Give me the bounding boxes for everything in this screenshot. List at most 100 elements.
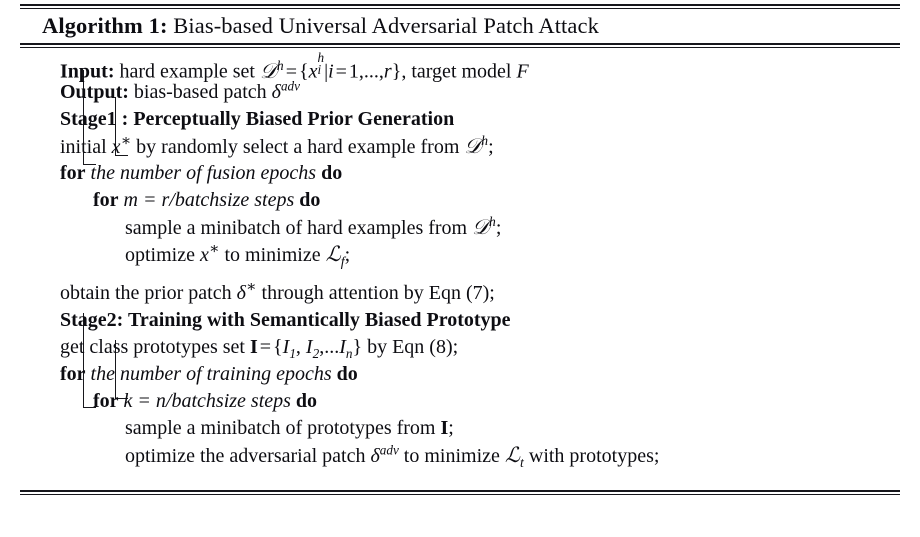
math-delta-adv-2: δadv [370, 442, 399, 467]
line-initial-x: initial x∗ by randomly select a hard exa… [20, 132, 900, 163]
math-calX-h: 𝒟h [259, 57, 284, 83]
algorithm-caption: Algorithm 1: Bias-based Universal Advers… [20, 9, 900, 43]
math-rbrace: } [391, 60, 402, 83]
rule-top [20, 4, 900, 9]
input-tail-text: target model [411, 60, 512, 83]
math-loss-t: ℒt [504, 443, 524, 471]
rule-bottom [20, 490, 900, 495]
math-x-star: x∗ [111, 132, 132, 158]
for-cond-m-batchsize: m = r/batchsize steps [123, 189, 295, 211]
rule-bottom-lower [20, 494, 900, 495]
math-ellipsis: ... [363, 60, 379, 83]
sample-hard-text: sample a minibatch of hard examples from [125, 217, 468, 239]
math-lbrace-2: { [273, 336, 283, 358]
nest-bracket-inner-stage1 [115, 97, 128, 156]
line-for-m-batchsize: for m = r/batchsize steps do [20, 190, 900, 217]
obtain-prior-text: obtain the prior patch [60, 282, 232, 304]
math-one: 1 [348, 60, 359, 83]
stage1-heading-text: Stage1 : Perceptually Biased Prior Gener… [60, 108, 455, 130]
rule-bottom-upper [20, 490, 900, 492]
input-text: hard example set [119, 60, 255, 83]
math-comma-2: , [378, 60, 384, 83]
nest-bracket-inner-stage2 [115, 340, 128, 399]
math-calX-h-2: 𝒟h [464, 133, 489, 158]
math-In: In [339, 336, 353, 361]
do-keyword-2: do [299, 189, 321, 211]
line-for-training-epochs: for the number of training epochs do [20, 364, 900, 391]
math-delta-star: δ∗ [236, 278, 257, 304]
by-eqn8-text: by Eqn (8); [367, 336, 459, 358]
get-class-text: get class prototypes set [60, 336, 245, 358]
math-F: F [516, 60, 529, 83]
math-comma-1: , [358, 60, 364, 83]
math-x-star-2: x∗ [199, 240, 220, 266]
line-optimize-x-star: optimize x∗ to minimize ℒf; [20, 240, 900, 271]
algorithm-label: Algorithm 1: [42, 13, 168, 38]
rule-mid [20, 43, 900, 48]
semicolon-1: ; [488, 136, 494, 158]
math-comma-4: , [295, 336, 301, 358]
rule-mid-upper [20, 43, 900, 45]
optimize-adv-text: optimize the adversarial patch [125, 445, 366, 467]
math-calX-h-3: 𝒟h [472, 214, 496, 239]
semicolon-3: ; [344, 244, 351, 266]
math-ellipsis-2: ... [324, 336, 340, 358]
math-equals-3: = [259, 336, 272, 358]
line-stage2-heading: Stage2: Training with Semantically Biase… [20, 310, 900, 337]
math-comma-3: , [401, 60, 407, 83]
math-delta-adv: δadv [271, 78, 300, 103]
math-bold-I-2: I [440, 417, 449, 439]
output-text: bias-based patch [133, 81, 267, 103]
math-lbrace: { [298, 60, 309, 83]
optimize-x-text: optimize [125, 244, 195, 266]
output-keyword: Output: [60, 81, 129, 103]
math-bold-I: I [249, 336, 258, 358]
line-optimize-adv-patch: optimize the adversarial patch δadv to m… [20, 442, 900, 472]
through-attention-text: through attention by Eqn (7); [261, 282, 495, 304]
rule-top-lower [20, 8, 900, 9]
initial-text: initial [60, 136, 107, 158]
input-keyword: Input: [60, 60, 115, 83]
math-I2: I2 [305, 336, 320, 361]
math-mid: | [324, 60, 329, 83]
for-keyword-1: for [60, 162, 86, 184]
line-stage1-heading: Stage1 : Perceptually Biased Prior Gener… [20, 109, 900, 136]
stage2-heading-text: Stage2: Training with Semantically Biase… [60, 309, 511, 331]
with-prototypes-text: with prototypes; [528, 445, 660, 467]
math-I1: I1 [282, 336, 296, 361]
sample-protos-text: sample a minibatch of prototypes from [125, 417, 436, 439]
initial-rest-text: by randomly select a hard example from [136, 136, 460, 158]
line-output: Output: bias-based patch δadv [20, 78, 900, 109]
line-for-fusion-epochs: for the number of fusion epochs do [20, 163, 900, 190]
do-keyword-4: do [295, 390, 318, 412]
line-obtain-prior-patch: obtain the prior patch δ∗ through attent… [20, 278, 900, 310]
math-r: r [383, 60, 392, 83]
do-keyword-1: do [321, 162, 343, 184]
to-minimize-text-2: to minimize [403, 445, 500, 467]
for-keyword-4: for [93, 390, 119, 412]
semicolon-4: ; [448, 417, 454, 439]
math-comma-5: , [319, 336, 325, 358]
to-minimize-text-1: to minimize [224, 244, 321, 266]
math-equals-2: = [335, 60, 347, 83]
rule-top-upper [20, 4, 900, 6]
rule-mid-lower [20, 47, 900, 48]
algorithm-title: Bias-based Universal Adversarial Patch A… [173, 13, 599, 38]
math-x: x [308, 60, 318, 83]
for-cond-fusion-epochs: the number of fusion epochs [90, 162, 317, 184]
math-loss-f: ℒf [325, 242, 345, 270]
math-equals: = [285, 60, 297, 83]
for-cond-training-epochs: the number of training epochs [90, 363, 332, 385]
math-i: i [328, 60, 334, 83]
do-keyword-3: do [336, 363, 358, 385]
for-keyword-2: for [93, 189, 119, 211]
nest-bracket-outer-stage1 [83, 70, 96, 165]
line-for-k-batchsize: for k = n/batchsize steps do [20, 391, 900, 418]
for-keyword-3: for [60, 363, 86, 385]
block-spacer-2 [20, 472, 900, 484]
algorithm-float: Algorithm 1: Bias-based Universal Advers… [20, 0, 900, 495]
line-sample-prototypes: sample a minibatch of prototypes from I; [20, 418, 900, 445]
